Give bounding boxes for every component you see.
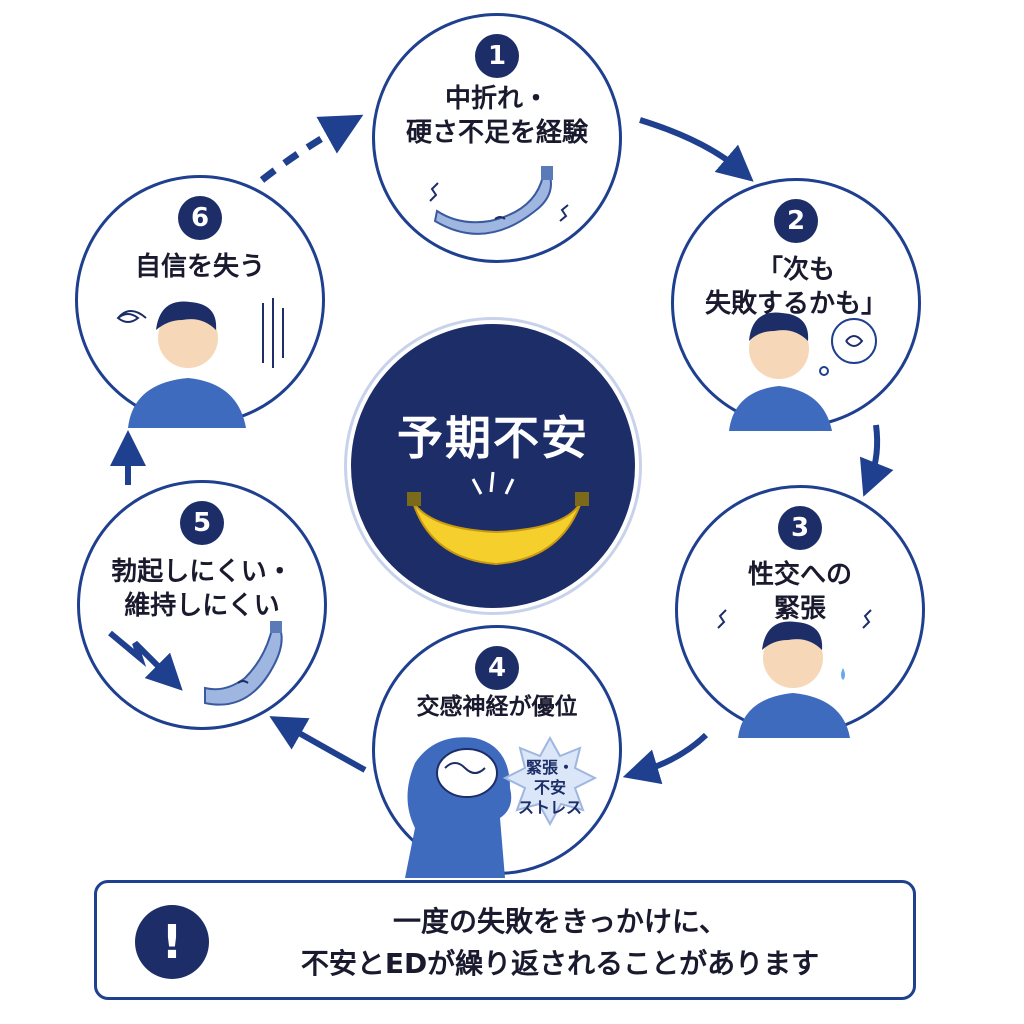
stage-3-badge: 3 [778,506,822,550]
stage-4-badge: 4 [475,646,519,690]
arrow-6-to-1 [259,114,364,183]
exclamation-icon: ! [135,905,209,979]
note-box: ! 一度の失敗をきっかけに、 不安とEDが繰り返されることがあります [94,880,916,1000]
stage-2-circle: 2 「次も 失敗するかも」 [671,178,921,431]
brain-head-icon [405,735,598,878]
arrow-3-to-4 [622,732,709,785]
stage-1-circle: 1 中折れ・ 硬さ不足を経験 [372,13,622,263]
drooping-banana-icon [108,621,283,706]
arrow-4-to-5 [269,716,367,773]
stress-burst-text: 緊張・ 不安 ストレス [517,758,582,817]
stage-4-text: 交感神経が優位 [416,694,578,720]
wilted-banana-icon [429,166,569,235]
stress-burst-icon [502,735,598,827]
note-text: 一度の失敗をきっかけに、 不安とEDが繰り返されることがあります [300,905,820,980]
stage-6-badge: 6 [178,196,222,240]
sad-man-icon [116,298,284,428]
worried-man-thinking-icon [729,312,877,431]
center-title: 予期不安 [397,411,589,465]
stage-1-badge: 1 [475,34,519,78]
stage-5-badge: 5 [180,501,224,545]
yellow-banana-icon [407,471,589,566]
arrow-1-to-2 [639,117,754,182]
stage-2-badge: 2 [774,199,818,243]
stage-5-text: 勃起しにくい・ 維持しにくい [111,557,293,621]
stage-3-circle: 3 性交への 緊張 [675,485,925,738]
center-circle: 予期不安 [347,320,639,612]
nervous-man-icon [717,609,872,738]
stage-6-text: 自信を失う [134,252,265,282]
stage-3-text: 性交への 緊張 [747,560,852,624]
arrow-2-to-3 [859,424,894,497]
stage-1-text: 中折れ・ 硬さ不足を経験 [405,84,588,148]
stage-4-circle: 緊張・ 不安 ストレス 4 交感神経が優位 [372,625,622,878]
stage-2-text: 「次も 失敗するかも」 [704,255,887,319]
stage-5-circle: 5 勃起しにくい・ 維持しにくい [77,480,327,730]
stage-6-circle: 6 自信を失う [75,175,325,428]
